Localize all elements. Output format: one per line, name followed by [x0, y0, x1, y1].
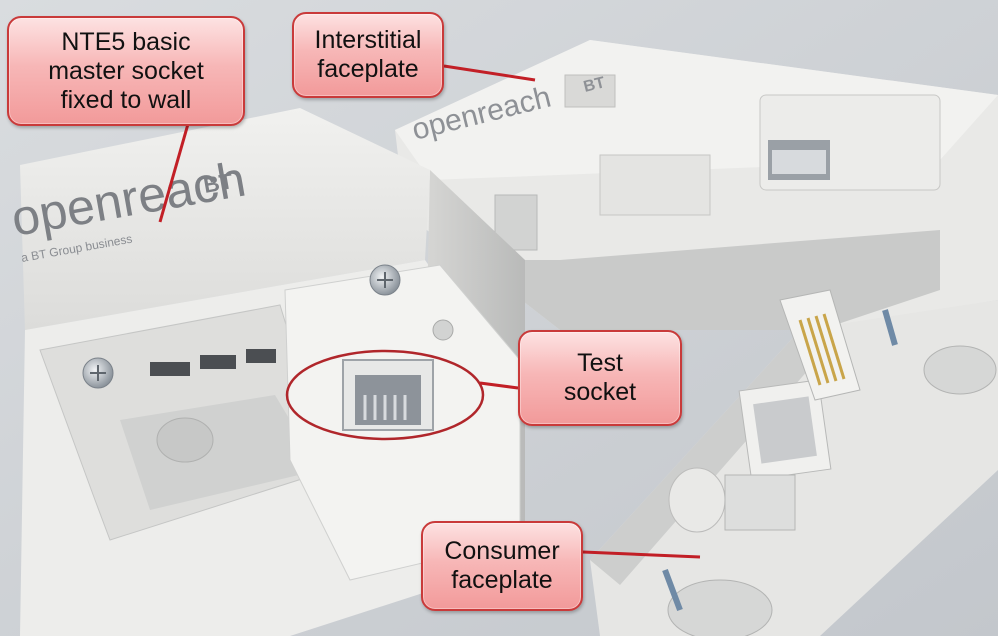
pointer-interstitial: [443, 64, 536, 82]
test-socket-highlight-ellipse: [285, 349, 485, 441]
pointer-test-socket: [479, 381, 519, 390]
pointer-nte5: [158, 123, 190, 223]
pointer-consumer: [582, 550, 701, 559]
callout-consumer-faceplate: Consumer faceplate: [421, 521, 583, 611]
callout-nte5-master-socket: NTE5 basic master socket fixed to wall: [7, 16, 245, 126]
callout-test-socket: Test socket: [518, 330, 682, 426]
interstitial-faceplate: openreach BT: [395, 40, 998, 330]
nte5-bt-logo: BT: [202, 168, 236, 198]
interstitial-bt-logo: BT: [582, 74, 607, 96]
consumer-faceplate: [590, 289, 998, 636]
callout-interstitial-faceplate: Interstitial faceplate: [292, 12, 444, 98]
nte5-master-socket: openreach a BT Group business BT: [7, 108, 525, 636]
